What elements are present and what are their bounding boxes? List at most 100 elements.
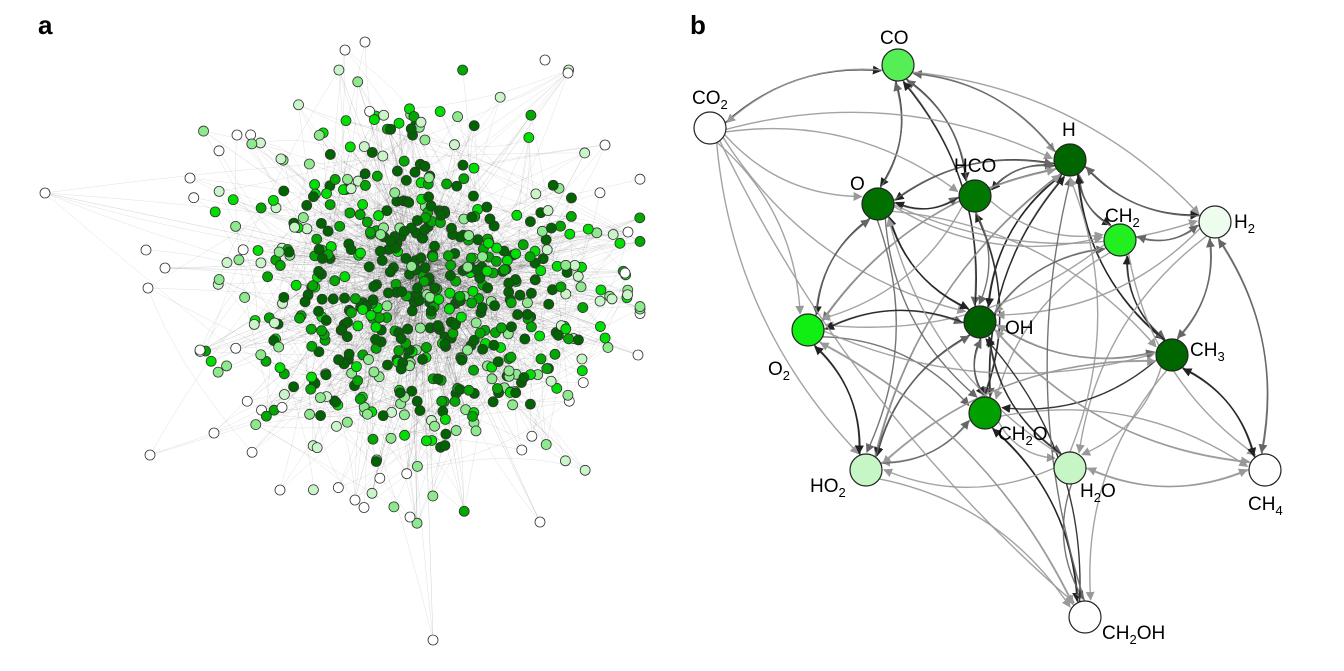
network-node <box>510 387 522 399</box>
network-node <box>450 425 462 436</box>
network-node <box>468 162 480 174</box>
network-node <box>324 199 336 210</box>
network-node <box>381 205 393 217</box>
network-node <box>418 275 430 287</box>
network-node <box>378 109 390 121</box>
network-node <box>368 281 380 292</box>
network-node <box>334 220 346 232</box>
network-node <box>276 401 288 413</box>
network-node <box>366 147 378 158</box>
node-CH2O <box>968 396 1002 430</box>
node-OH <box>963 305 997 339</box>
edge-O2-to-CH3 <box>823 330 1156 375</box>
network-node <box>241 395 253 407</box>
network-node <box>367 433 379 445</box>
edge-H2-to-CH4 <box>1217 237 1269 454</box>
network-node <box>458 173 470 185</box>
network-node <box>304 408 315 420</box>
label-OH: OH <box>1005 318 1034 339</box>
network-node <box>511 209 523 221</box>
edge-HO2-to-OH <box>875 335 970 458</box>
network-node <box>429 282 441 294</box>
network-node <box>477 343 488 355</box>
edge-CH3-to-H <box>1074 174 1166 342</box>
label-H: H <box>1062 120 1076 141</box>
network-node <box>316 293 328 305</box>
network-node <box>345 183 357 195</box>
network-node <box>458 505 470 517</box>
edge-CO2-to-HO2 <box>715 142 860 455</box>
network-node <box>540 439 552 450</box>
network-node <box>297 212 309 223</box>
network-node <box>499 264 510 276</box>
network-node <box>573 334 584 346</box>
network-node <box>384 266 396 278</box>
network-node <box>363 354 374 365</box>
network-node <box>274 484 286 496</box>
edge-H2-to-H <box>1085 166 1201 217</box>
network-node <box>467 285 479 297</box>
network-node <box>488 339 500 351</box>
network-node <box>405 123 417 135</box>
network-node <box>313 265 325 277</box>
network-node <box>308 484 319 496</box>
network-node <box>213 274 225 285</box>
network-node <box>39 187 51 199</box>
network-node <box>449 396 461 407</box>
node-CH4 <box>1248 453 1282 487</box>
network-node <box>382 359 393 371</box>
network-node <box>545 222 557 234</box>
network-node <box>632 349 644 361</box>
network-node <box>414 322 426 334</box>
label-O2: O2 <box>768 359 790 383</box>
network-node <box>481 265 493 277</box>
label-CO2: CO2 <box>692 88 728 112</box>
network-node <box>412 215 423 226</box>
network-node <box>290 279 302 291</box>
network-node <box>250 419 262 430</box>
network-node <box>184 172 196 184</box>
node-CH2 <box>1103 223 1137 257</box>
network-node <box>432 373 444 385</box>
network-node <box>399 409 410 421</box>
network-node <box>411 517 423 529</box>
network-node <box>366 487 378 499</box>
network-node <box>507 399 519 411</box>
network-node <box>339 271 351 283</box>
network-node <box>374 245 386 257</box>
network-node <box>365 310 377 321</box>
edge-CH2OH-to-O2 <box>819 342 1075 606</box>
network-node <box>466 211 478 223</box>
network-node <box>496 322 507 334</box>
network-node <box>311 233 323 245</box>
network-node <box>543 298 555 310</box>
network-panel-a <box>39 36 647 646</box>
network-node <box>516 444 528 456</box>
network-node <box>415 252 427 264</box>
node-HO2 <box>849 453 883 487</box>
edge-CH3-to-CH2OH <box>1085 369 1168 601</box>
edge-CO-to-H2 <box>912 71 1200 215</box>
network-node <box>333 354 344 366</box>
network-node <box>332 482 344 493</box>
network-node <box>400 174 412 186</box>
edge-O-to-H <box>893 158 1054 201</box>
network-node <box>468 120 480 132</box>
edge-O-to-HO2 <box>866 219 897 453</box>
network-node <box>341 416 353 428</box>
node-H <box>1053 143 1087 177</box>
network-node <box>274 362 286 374</box>
network-node <box>140 244 152 256</box>
network-node <box>274 260 286 271</box>
network-node <box>466 297 478 309</box>
edge-HCO-to-O2 <box>821 205 964 321</box>
network-node <box>221 360 232 372</box>
network-node <box>262 271 273 283</box>
network-node <box>342 173 353 185</box>
network-node <box>470 425 482 437</box>
edge-H2O-to-HO2 <box>883 467 1055 489</box>
edge-CO2-to-O2 <box>716 141 805 315</box>
network-node <box>354 393 366 405</box>
edge-OH-to-O2 <box>825 309 965 330</box>
